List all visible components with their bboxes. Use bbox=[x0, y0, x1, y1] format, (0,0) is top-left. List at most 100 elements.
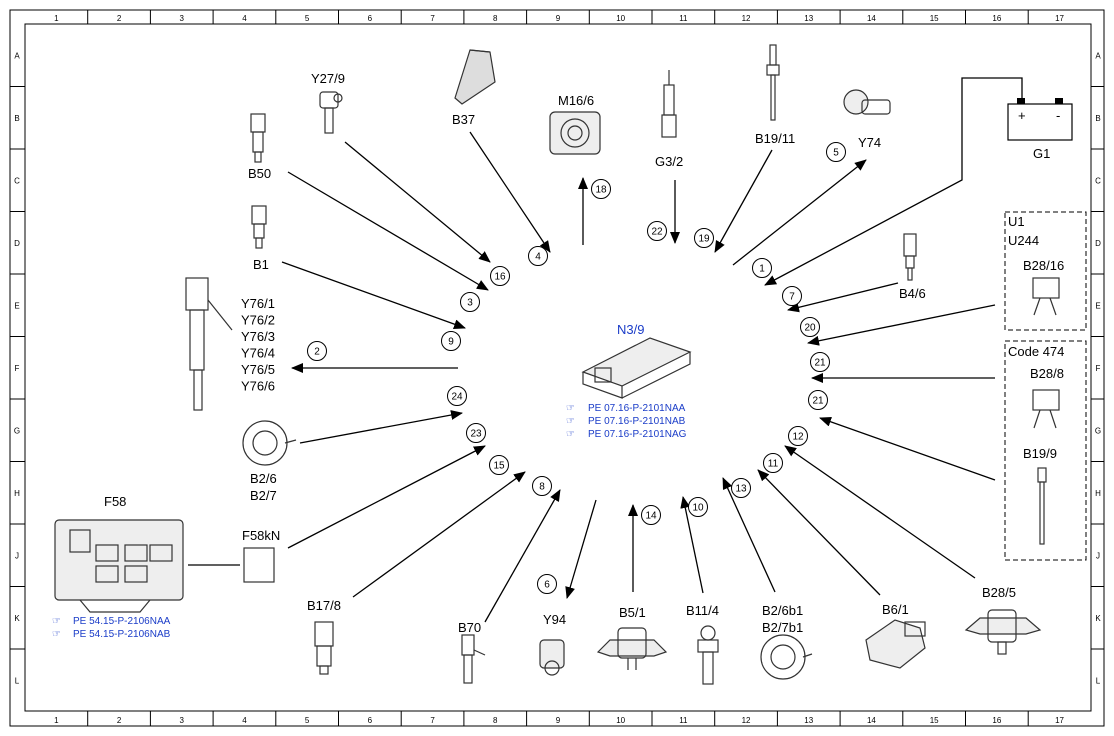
n3-9-ref-1[interactable]: PE 07.16-P-2101NAA bbox=[588, 403, 686, 414]
grid-column-label: 1 bbox=[54, 716, 59, 725]
grid-row-label: A bbox=[1095, 51, 1101, 60]
connection-number: 16 bbox=[490, 266, 510, 286]
n3-9-ref-2[interactable]: PE 07.16-P-2101NAB bbox=[588, 416, 686, 427]
n3-9-ref-3[interactable]: PE 07.16-P-2101NAG bbox=[588, 429, 687, 440]
label-b19-11: B19/11 bbox=[755, 131, 795, 146]
grid-column-label: 8 bbox=[493, 716, 498, 725]
grid-column-labels: 1122334455667788991010111112121313141415… bbox=[54, 14, 1064, 725]
label-y27-9: Y27/9 bbox=[311, 71, 345, 86]
svg-text:8: 8 bbox=[539, 482, 545, 493]
grid-row-label: C bbox=[1095, 176, 1101, 185]
label-b1: B1 bbox=[253, 257, 269, 272]
label-b4-6: B4/6 bbox=[899, 286, 926, 301]
grid-row-label: D bbox=[1095, 239, 1101, 248]
label-b70: B70 bbox=[458, 620, 481, 635]
svg-text:7: 7 bbox=[789, 292, 795, 303]
grid-column-label: 14 bbox=[867, 14, 876, 23]
grid-row-label: L bbox=[15, 676, 20, 685]
grid-column-label: 10 bbox=[616, 14, 625, 23]
connection-number: 11 bbox=[763, 453, 783, 473]
f58-ref-1[interactable]: PE 54.15-P-2106NAA bbox=[73, 616, 171, 627]
grid-column-label: 3 bbox=[180, 716, 185, 725]
svg-text:13: 13 bbox=[735, 484, 747, 495]
grid-column-label: 5 bbox=[305, 14, 310, 23]
label-y74: Y74 bbox=[858, 135, 881, 150]
b37-pedal-icon bbox=[454, 49, 496, 105]
m16-6-throttle-icon bbox=[549, 111, 601, 155]
b19-9-temp-sensor-icon bbox=[1037, 467, 1047, 545]
b70-sensor-icon bbox=[461, 634, 486, 684]
label-y76-line: Y76/4 bbox=[241, 346, 275, 361]
u1-u244-box bbox=[1004, 211, 1087, 331]
f58-ref-2[interactable]: PE 54.15-P-2106NAB bbox=[73, 629, 171, 640]
connection-number: 21 bbox=[808, 390, 828, 410]
svg-text:23: 23 bbox=[470, 429, 482, 440]
svg-text:21: 21 bbox=[814, 358, 826, 369]
connection-number: 10 bbox=[688, 497, 708, 517]
grid-row-label: F bbox=[1096, 364, 1101, 373]
grid-row-label: H bbox=[14, 489, 20, 498]
svg-text:9: 9 bbox=[448, 337, 454, 348]
grid-column-label: 12 bbox=[742, 14, 751, 23]
grid-column-label: 7 bbox=[430, 716, 435, 725]
svg-text:21: 21 bbox=[812, 396, 824, 407]
grid-column-label: 9 bbox=[556, 14, 561, 23]
b2-6-airflow-icon bbox=[242, 420, 297, 466]
grid-column-label: 11 bbox=[679, 716, 688, 725]
label-y76-line: Y76/3 bbox=[241, 329, 275, 344]
connection-number: 8 bbox=[532, 476, 552, 496]
b50-sensor-icon bbox=[250, 113, 266, 163]
connection-number: 14 bbox=[641, 505, 661, 525]
label-b5-1: B5/1 bbox=[619, 605, 646, 620]
label-b28-5: B28/5 bbox=[982, 585, 1016, 600]
connection-number: 4 bbox=[528, 246, 548, 266]
label-g1: G1 bbox=[1033, 146, 1050, 161]
grid-row-label: A bbox=[14, 51, 20, 60]
label-b28-16: B28/16 bbox=[1023, 258, 1064, 273]
f58-fuse-box-icon bbox=[54, 519, 184, 613]
grid-frame bbox=[9, 9, 1105, 727]
n3-9-refs[interactable]: ☞ PE 07.16-P-2101NAA ☞ PE 07.16-P-2101NA… bbox=[566, 403, 687, 440]
battery-minus-text: - bbox=[1056, 108, 1060, 123]
b6-1-sensor-icon bbox=[865, 619, 926, 669]
svg-text:24: 24 bbox=[451, 392, 463, 403]
f58-refs[interactable]: ☞ PE 54.15-P-2106NAA ☞ PE 54.15-P-2106NA… bbox=[52, 616, 171, 640]
grid-row-label: E bbox=[14, 301, 19, 310]
label-y76-line: Y76/1 bbox=[241, 296, 275, 311]
label-b50: B50 bbox=[248, 166, 271, 181]
grid-column-label: 1 bbox=[54, 14, 59, 23]
grid-row-label: G bbox=[14, 426, 20, 435]
label-b2-6b1: B2/6b1 bbox=[762, 603, 803, 618]
svg-text:3: 3 bbox=[467, 298, 473, 309]
svg-text:2: 2 bbox=[314, 347, 320, 358]
grid-row-label: F bbox=[15, 364, 20, 373]
label-y76-line: Y76/2 bbox=[241, 313, 275, 328]
grid-column-label: 14 bbox=[867, 716, 876, 725]
svg-text:16: 16 bbox=[494, 272, 506, 283]
connection-number: 23 bbox=[466, 423, 486, 443]
grid-column-label: 13 bbox=[804, 14, 813, 23]
grid-column-label: 6 bbox=[368, 14, 373, 23]
grid-column-label: 5 bbox=[305, 716, 310, 725]
label-b17-8: B17/8 bbox=[307, 598, 341, 613]
connection-number: 20 bbox=[800, 317, 820, 337]
grid-column-label: 2 bbox=[117, 716, 122, 725]
connection-number: 24 bbox=[447, 386, 467, 406]
connection-lines bbox=[188, 77, 1023, 623]
grid-row-label: E bbox=[1095, 301, 1100, 310]
component-icons bbox=[54, 44, 1060, 685]
b5-1-sensor-icon bbox=[596, 627, 668, 670]
label-b11-4: B11/4 bbox=[686, 603, 719, 618]
battery-g1: + - bbox=[1007, 98, 1073, 141]
b28-16-sensor-icon bbox=[1032, 277, 1060, 316]
svg-text:20: 20 bbox=[804, 323, 816, 334]
grid-row-label: J bbox=[1096, 551, 1100, 560]
battery-plus-text: + bbox=[1018, 108, 1026, 123]
y74-valve-icon bbox=[843, 89, 891, 115]
grid-column-label: 16 bbox=[992, 14, 1001, 23]
connection-number: 6 bbox=[537, 574, 557, 594]
svg-text:4: 4 bbox=[535, 252, 541, 263]
